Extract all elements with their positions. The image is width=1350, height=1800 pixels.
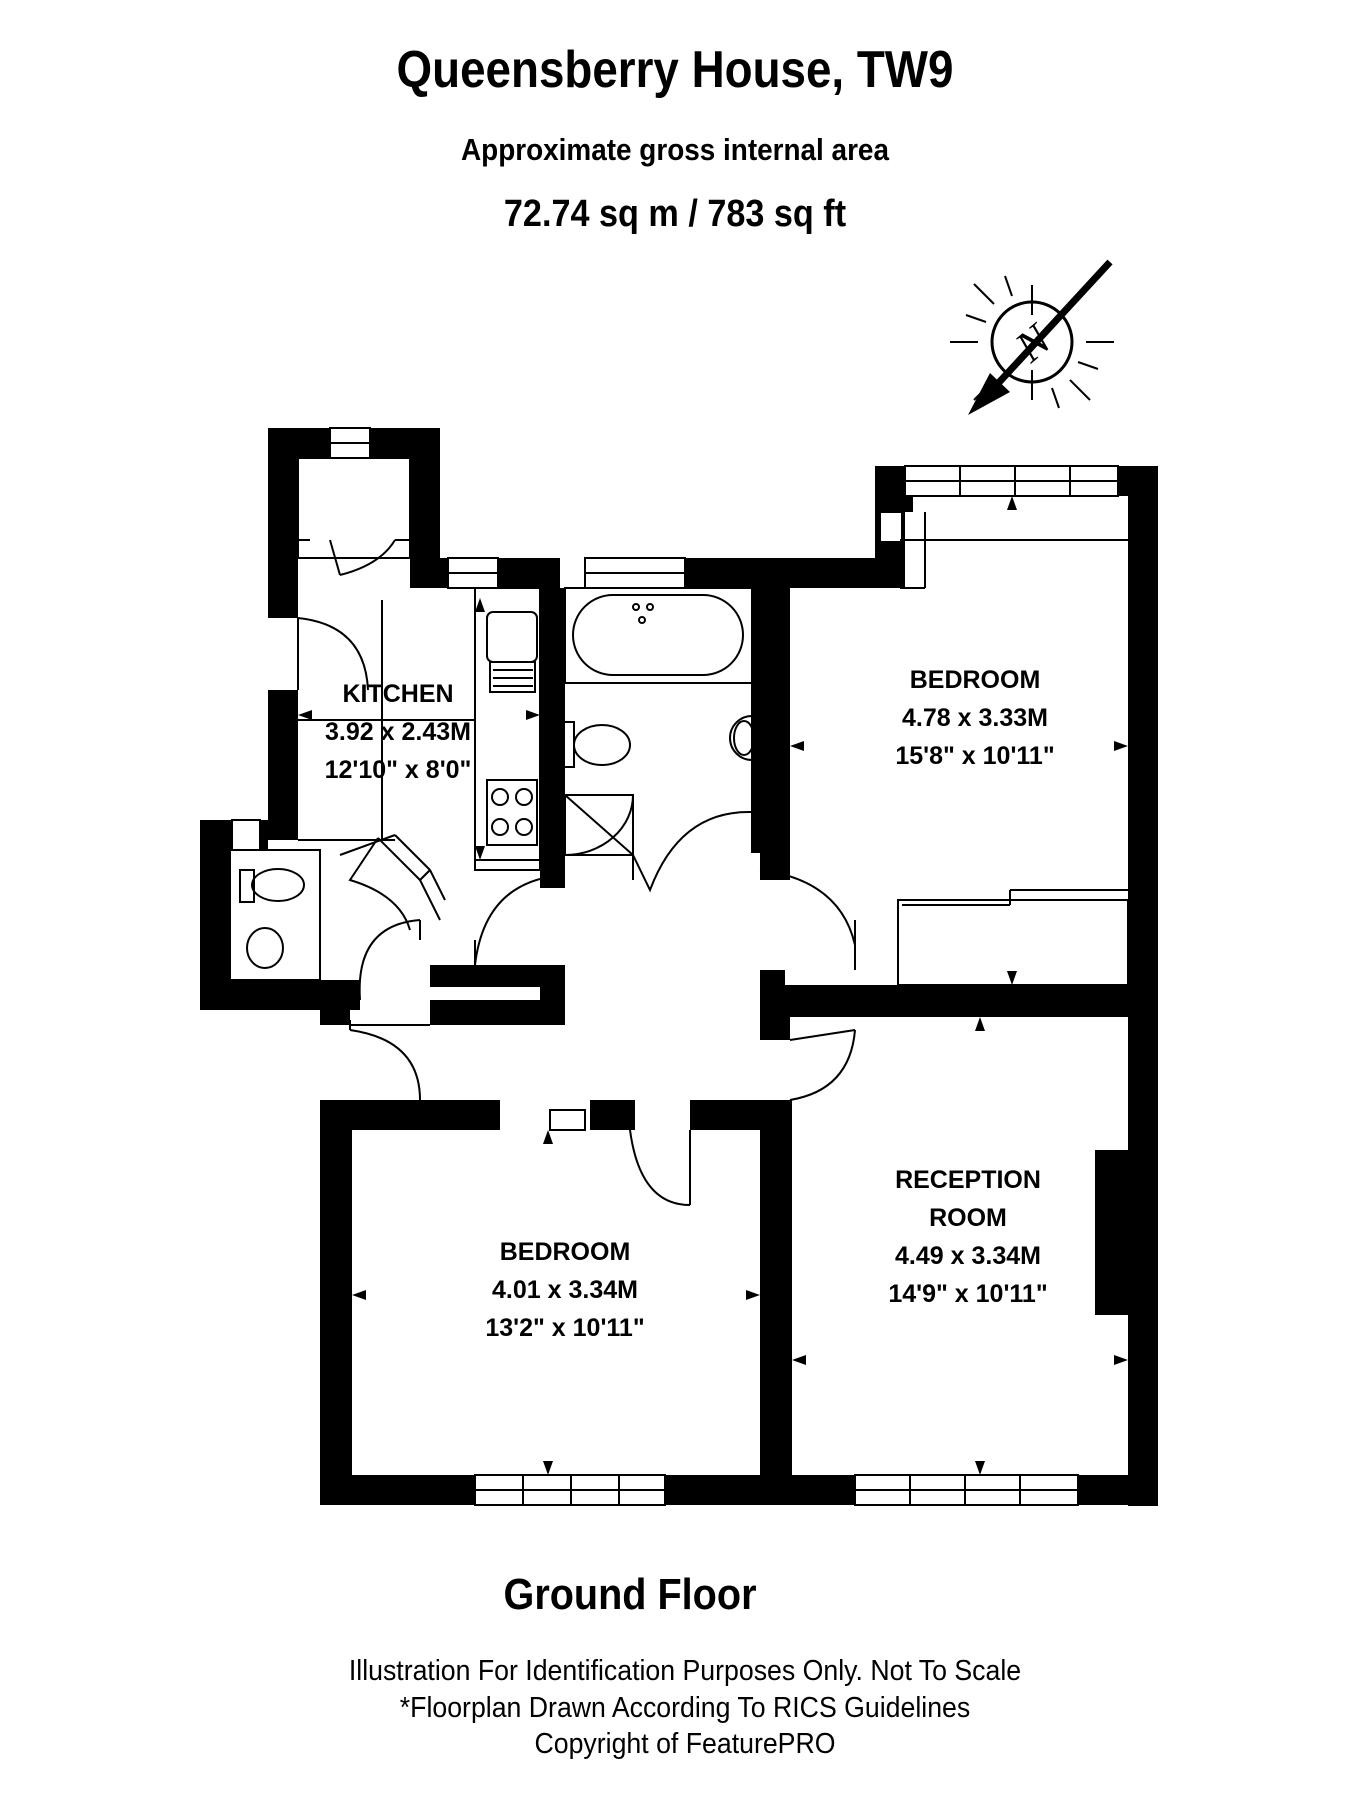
disclaimer-line2: *Floorplan Drawn According To RICS Guide… <box>399 1692 971 1724</box>
windows <box>231 427 1119 1506</box>
bedroom2-metric: 4.01 x 3.34M <box>492 1276 638 1304</box>
reception-name-line2: ROOM <box>929 1204 1007 1232</box>
reception-imperial: 14'9" x 10'11" <box>888 1280 1047 1308</box>
bedroom1-metric: 4.78 x 3.33M <box>902 704 1048 732</box>
area-caption: Approximate gross internal area <box>461 132 889 167</box>
dimension-markers <box>298 496 1128 1475</box>
area-value: 72.74 sq m / 783 sq ft <box>503 193 847 235</box>
floor-label: Ground Floor <box>503 1570 757 1619</box>
kitchen-metric: 3.92 x 2.43M <box>325 718 471 746</box>
kitchen-name: KITCHEN <box>342 680 453 708</box>
bedroom1-name: BEDROOM <box>910 666 1041 694</box>
reception-name-line1: RECEPTION <box>895 1166 1041 1194</box>
bedroom1-imperial: 15'8" x 10'11" <box>895 742 1054 770</box>
walls <box>200 428 1158 1506</box>
north-arrow-icon: N <box>950 259 1114 415</box>
bedroom2-imperial: 13'2" x 10'11" <box>485 1314 644 1342</box>
plan-title: Queensberry House, TW9 <box>396 41 954 99</box>
fixtures <box>229 457 1129 1206</box>
bedroom2-name: BEDROOM <box>500 1238 631 1266</box>
disclaimer-line1: Illustration For Identification Purposes… <box>348 1655 1022 1687</box>
copyright-line: Copyright of FeaturePRO <box>534 1728 836 1760</box>
reception-metric: 4.49 x 3.34M <box>895 1242 1041 1270</box>
kitchen-imperial: 12'10" x 8'0" <box>325 756 472 784</box>
